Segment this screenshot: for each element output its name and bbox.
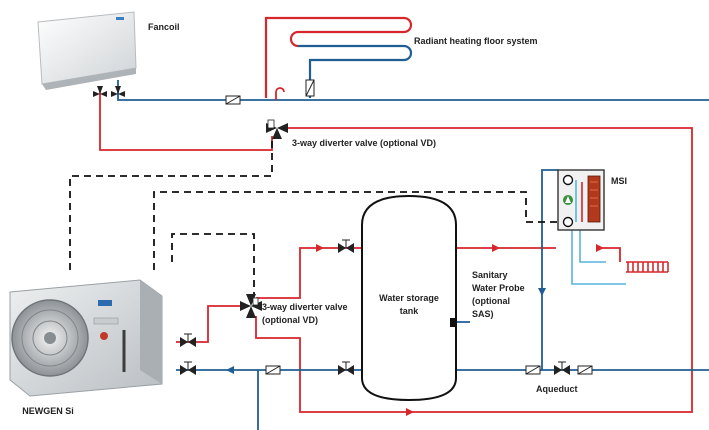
three-way-valve-top bbox=[266, 119, 288, 139]
fancoil-unit bbox=[37, 11, 137, 90]
heat-pump-unit bbox=[9, 279, 163, 397]
msi-label: MSI bbox=[611, 176, 627, 186]
power-indicator bbox=[100, 332, 108, 340]
pipe-crossover bbox=[275, 87, 285, 100]
gate-valves bbox=[180, 239, 570, 375]
radiant-label: Radiant heating floor system bbox=[414, 36, 538, 46]
water-storage-tank bbox=[361, 194, 457, 402]
filters bbox=[225, 79, 593, 375]
fancoil-label: Fancoil bbox=[148, 22, 180, 32]
probe-label-line4: SAS) bbox=[472, 309, 494, 319]
floor-coil bbox=[264, 16, 413, 98]
msi-lines bbox=[571, 226, 626, 285]
valve-top-label: 3-way diverter valve (optional VD) bbox=[292, 138, 436, 148]
control-lines bbox=[69, 138, 561, 296]
three-way-valve-mid bbox=[240, 294, 262, 318]
tank-label-line1: Water storage bbox=[379, 293, 439, 303]
tank-label-line2: tank bbox=[400, 306, 420, 316]
brand-logo bbox=[98, 300, 112, 306]
radiator-icon bbox=[626, 261, 669, 273]
fancoil-valves bbox=[93, 86, 125, 97]
msi-module bbox=[557, 169, 605, 231]
heat-pump-label: NEWGEN Si bbox=[22, 406, 74, 416]
valve-mid-label-line1: 3-way diverter valve bbox=[262, 302, 348, 312]
probe-label-line3: (optional bbox=[472, 296, 510, 306]
fancoil-logo bbox=[116, 17, 124, 20]
valve-mid-label-line2: (optional VD) bbox=[262, 315, 318, 325]
flow-arrows bbox=[226, 244, 604, 416]
aqueduct-label: Aqueduct bbox=[536, 384, 578, 394]
sanitary-probe-sensor bbox=[450, 318, 456, 327]
probe-label-line1: Sanitary bbox=[472, 270, 508, 280]
probe-label-line2: Water Probe bbox=[472, 283, 525, 293]
